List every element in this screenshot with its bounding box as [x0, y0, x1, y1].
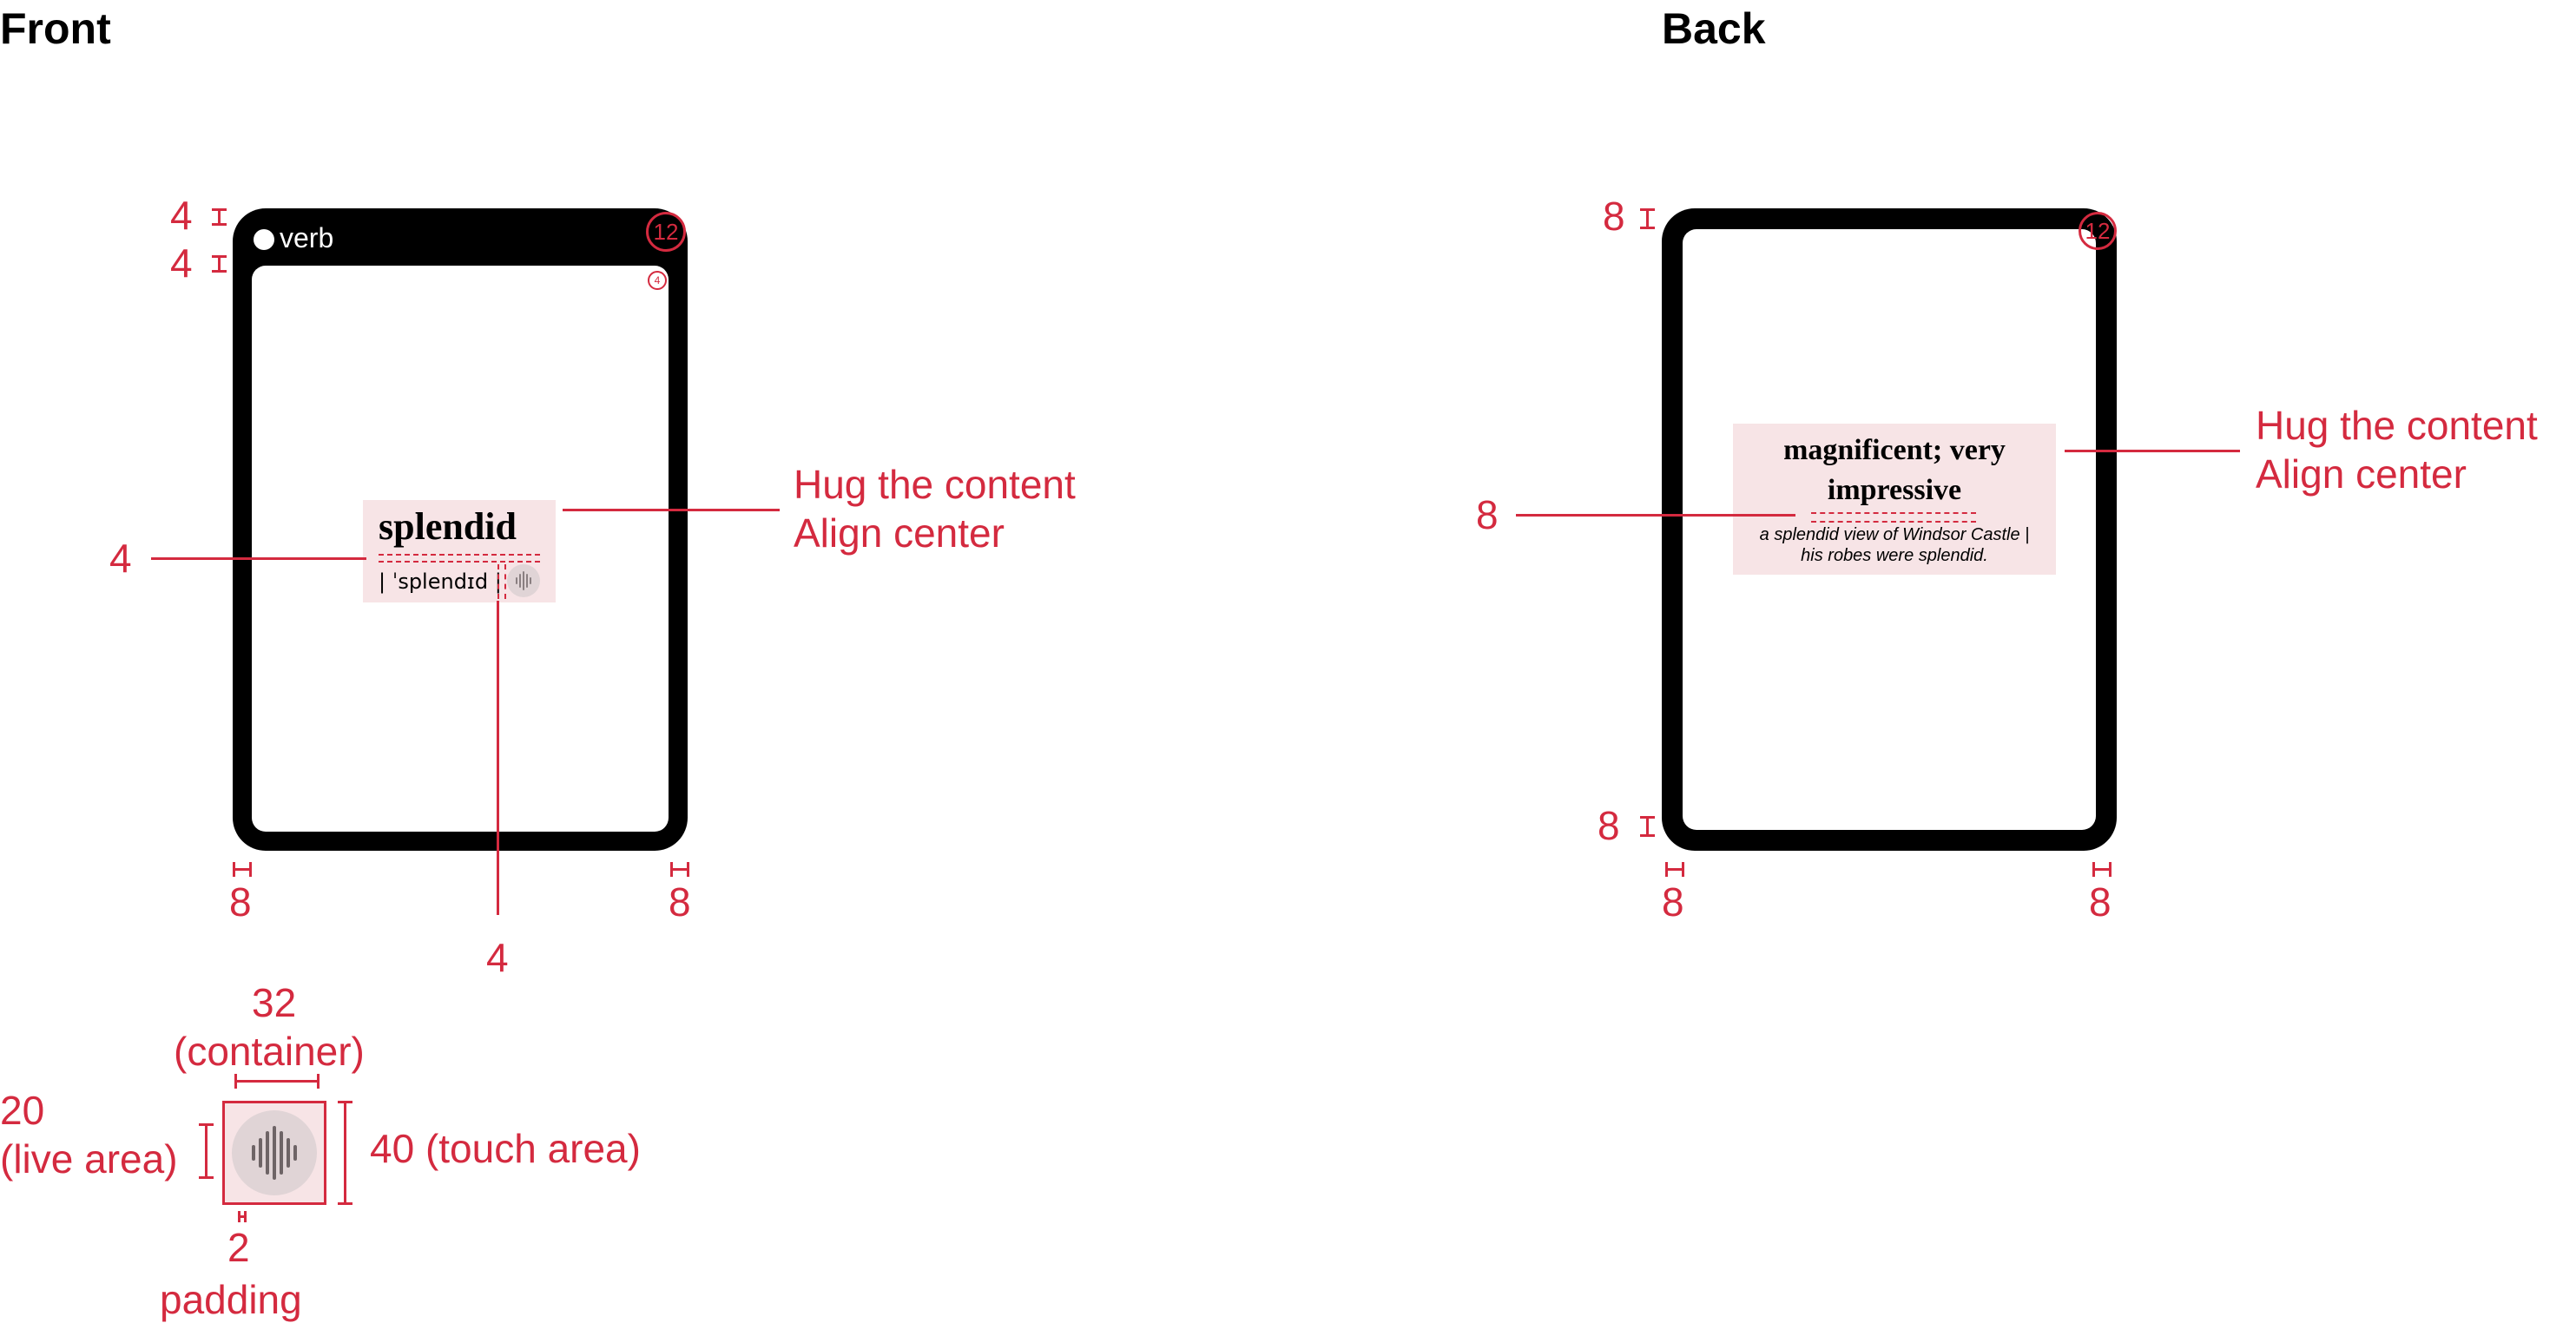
spacing-top-inner: 4 [170, 240, 193, 286]
spacing-marker [1646, 208, 1649, 229]
live-area-value: 20 [0, 1088, 45, 1133]
back-example-line2: his robes were splendid. [1801, 546, 1988, 565]
padding-bracket-cap [244, 1211, 247, 1222]
inset-marker-cap [1682, 862, 1684, 877]
spacing-guide [379, 561, 540, 563]
spacing-marker-cap [1640, 834, 1655, 837]
spacing-marker [218, 255, 221, 273]
touch-area-bracket-cap [338, 1202, 352, 1205]
front-annotation-line1: Hug the content [794, 462, 1076, 507]
spacing-top-outer: 4 [170, 193, 193, 238]
inset-marker-cap [687, 862, 689, 877]
back-annotation-line2: Align center [2256, 451, 2467, 497]
back-inset-right: 8 [2089, 879, 2112, 925]
spacing-guide [1811, 521, 1976, 523]
back-inset-left: 8 [1662, 879, 1684, 925]
back-example-line1: a splendid view of Windsor Castle | [1759, 525, 2030, 544]
spacing-marker [218, 208, 221, 226]
spacing-marker-cap [212, 223, 227, 226]
padding-bracket-cap [238, 1211, 240, 1222]
corner-radius-marker-outer: 12 [646, 212, 686, 252]
back-annotation-line1: Hug the content [2256, 403, 2538, 448]
spacing-marker-cap [1640, 208, 1655, 211]
back-title: Back [1662, 4, 1766, 53]
inset-marker-cap [2109, 862, 2112, 877]
back-spacing-top: 8 [1603, 194, 1625, 239]
audio-button-touch-area[interactable] [222, 1101, 326, 1205]
inset-marker-cap [249, 862, 252, 877]
corner-radius-marker-inner: 4 [648, 271, 667, 290]
inset-marker-cap [2092, 862, 2095, 877]
live-area-bracket [205, 1123, 208, 1179]
front-title: Front [0, 4, 111, 53]
spacing-marker-cap [1640, 227, 1655, 229]
touch-area-bracket [344, 1101, 346, 1205]
spacing-marker-cap [212, 208, 227, 211]
spacing-marker-cap [212, 255, 227, 258]
spacing-leader-line [497, 601, 499, 915]
container-bracket-cap [317, 1074, 320, 1089]
front-inset-left: 8 [229, 879, 252, 925]
spacing-guide [497, 564, 499, 599]
spacing-leader-line [151, 557, 366, 560]
inset-marker [233, 868, 252, 871]
audio-button-small[interactable] [507, 564, 540, 597]
container-bracket [234, 1080, 320, 1083]
front-spacing-left: 4 [109, 536, 132, 581]
inset-marker-cap [1665, 862, 1668, 877]
inset-marker-cap [233, 862, 235, 877]
container-label: (container) [174, 1029, 365, 1074]
part-of-speech-dot [254, 229, 274, 250]
part-of-speech-label: verb [280, 222, 334, 253]
inset-marker [2092, 868, 2112, 871]
live-area-bracket-cap [199, 1176, 214, 1179]
front-spacing-bottom: 4 [486, 935, 509, 980]
back-definition-line2: impressive [1827, 474, 1962, 506]
spacing-guide [504, 564, 506, 599]
spacing-marker [1646, 816, 1649, 837]
container-value: 32 [252, 980, 297, 1025]
inset-marker [670, 868, 689, 871]
spacing-guide [1811, 512, 1976, 514]
live-area-bracket-cap [199, 1123, 214, 1126]
audio-waveform-icon [252, 1126, 297, 1180]
annotation-leader-line [563, 509, 780, 511]
padding-value: 2 [227, 1225, 250, 1270]
spacing-marker-cap [1640, 816, 1655, 819]
inset-marker-cap [670, 862, 673, 877]
touch-area-label: 40 (touch area) [370, 1126, 641, 1171]
front-word: splendid [379, 505, 517, 548]
container-bracket-cap [234, 1074, 237, 1089]
spacing-guide [379, 554, 540, 556]
corner-radius-marker: 12 [2079, 212, 2117, 250]
padding-bracket [238, 1215, 247, 1218]
audio-waveform-icon [516, 571, 531, 590]
back-content-box [1733, 424, 2056, 575]
front-annotation-line2: Align center [794, 510, 1005, 556]
padding-label: padding [160, 1277, 302, 1322]
spacing-marker-cap [212, 270, 227, 273]
front-card: verb [233, 208, 688, 851]
annotation-leader-line [2065, 450, 2240, 452]
front-pronunciation: | ˈsplendɪd | [379, 569, 502, 594]
front-inset-right: 8 [669, 879, 691, 925]
back-spacing-bottom: 8 [1598, 803, 1620, 848]
inset-marker [1665, 868, 1684, 871]
touch-area-bracket-cap [338, 1101, 352, 1103]
live-area-label: (live area) [0, 1136, 178, 1181]
back-definition-line1: magnificent; very [1783, 434, 2006, 466]
audio-button-container[interactable] [232, 1110, 317, 1195]
back-spacing-left: 8 [1476, 492, 1499, 537]
spacing-leader-line [1516, 514, 1795, 517]
